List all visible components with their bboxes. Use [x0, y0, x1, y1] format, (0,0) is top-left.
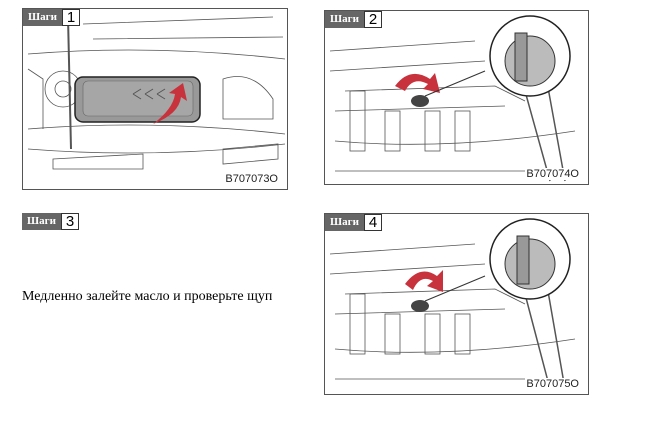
lift-arrow-icon [153, 83, 187, 124]
oil-cap-install-drawing [329, 218, 580, 390]
engine-cover-drawing [27, 16, 286, 170]
step-label: Шаги [23, 9, 62, 26]
step-label: Шаги [325, 214, 364, 231]
step-number: 1 [61, 9, 81, 26]
cap-detail [514, 32, 528, 82]
rotate-arrow-icon [395, 73, 440, 93]
step-label: Шаги [22, 213, 61, 230]
rotate-arrow-icon [405, 270, 443, 292]
figure-code: B707075O [525, 378, 580, 390]
step-number: 2 [363, 11, 383, 28]
step-3-instruction: Медленно залейте масло и проверьте щуп [22, 289, 273, 304]
step-number: 3 [60, 213, 80, 230]
figure-code: B707074O [525, 168, 580, 180]
oil-cap-removal-drawing [329, 15, 580, 182]
oil-cap [411, 300, 429, 312]
step-number: 4 [363, 214, 383, 231]
oil-cap [411, 95, 429, 107]
step-label: Шаги [325, 11, 364, 28]
cap-detail [516, 235, 530, 285]
figure-code: B707073O [224, 173, 279, 185]
